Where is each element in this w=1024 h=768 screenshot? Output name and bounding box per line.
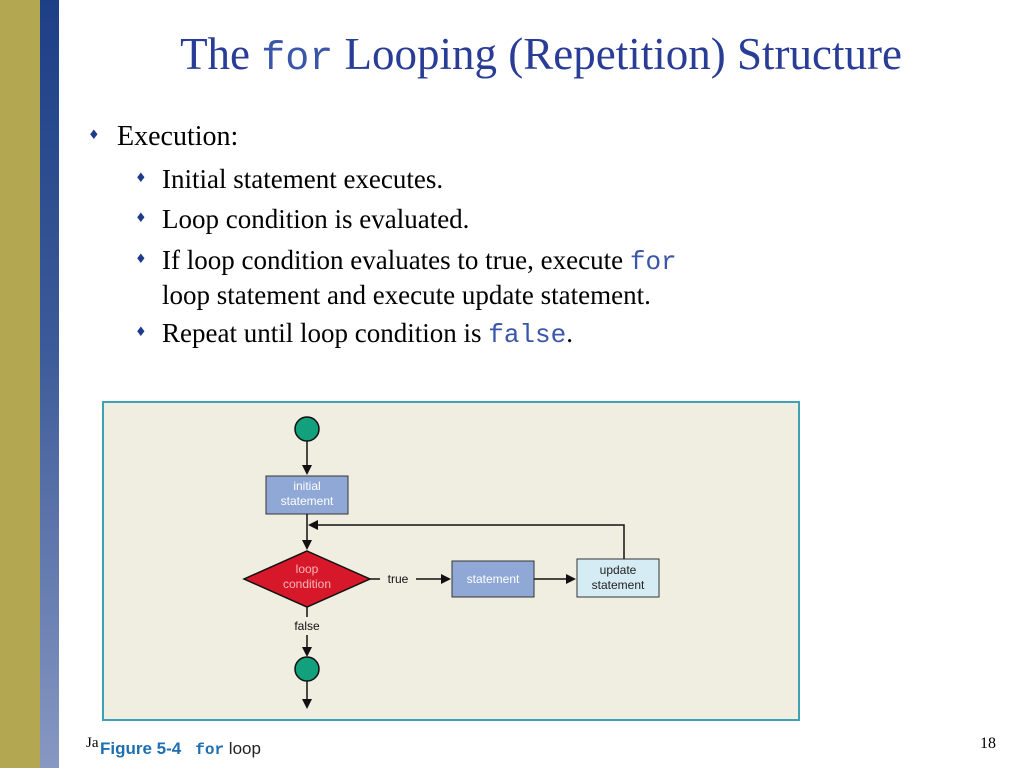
bullet-item: Repeat until loop condition is false. bbox=[162, 318, 573, 350]
update-label-line2: statement bbox=[592, 578, 645, 592]
title-suffix: Looping (Repetition) Structure bbox=[333, 29, 902, 79]
false-label: false bbox=[294, 619, 320, 633]
condition-label-line1: loop bbox=[296, 562, 319, 576]
bullet-heading: Execution: bbox=[117, 121, 239, 152]
figure-panel bbox=[102, 401, 800, 721]
flowchart-diagram: initial statement loop condition true st… bbox=[242, 416, 660, 709]
bullet-item: Initial statement executes. bbox=[162, 164, 444, 194]
bullet-item-continuation: loop statement and execute update statem… bbox=[162, 280, 651, 310]
update-label-line1: update bbox=[600, 563, 637, 577]
bullet-icon: ♦ bbox=[135, 252, 147, 267]
title-prefix: The bbox=[180, 29, 262, 79]
left-stripe-olive bbox=[0, 0, 40, 768]
update-statement-box bbox=[576, 558, 660, 598]
inline-code: false bbox=[488, 320, 567, 350]
page-number: 18 bbox=[980, 735, 996, 752]
bullet-icon: ♦ bbox=[135, 171, 147, 186]
condition-label-line2: condition bbox=[283, 577, 331, 591]
bullet-item: If loop condition evaluates to true, exe… bbox=[162, 245, 677, 277]
bullet-icon: ♦ bbox=[135, 325, 147, 340]
initial-label-line1: initial bbox=[293, 479, 320, 493]
arrow-update-loop-back bbox=[308, 520, 625, 559]
caption-rest: loop bbox=[224, 739, 261, 758]
initial-statement-box bbox=[265, 475, 349, 515]
end-terminal bbox=[294, 656, 320, 682]
left-stripe-blue bbox=[40, 0, 59, 768]
start-terminal bbox=[294, 416, 320, 442]
figure-caption: Figure 5-4 for loop bbox=[100, 739, 261, 759]
figure-number: Figure 5-4 bbox=[100, 739, 182, 758]
caption-code: for bbox=[195, 741, 225, 759]
inline-code: for bbox=[629, 247, 677, 277]
bullet-item: Loop condition is evaluated. bbox=[162, 204, 470, 234]
bullet-icon: ♦ bbox=[88, 128, 100, 143]
statement-label: statement bbox=[467, 572, 520, 586]
true-label: true bbox=[388, 572, 409, 586]
initial-label-line2: statement bbox=[281, 494, 334, 508]
title-keyword: for bbox=[261, 37, 334, 82]
bullet-icon: ♦ bbox=[135, 211, 147, 226]
slide-title: The for Looping (Repetition) Structure bbox=[66, 29, 1016, 82]
footer-left-text: Ja bbox=[86, 735, 99, 751]
